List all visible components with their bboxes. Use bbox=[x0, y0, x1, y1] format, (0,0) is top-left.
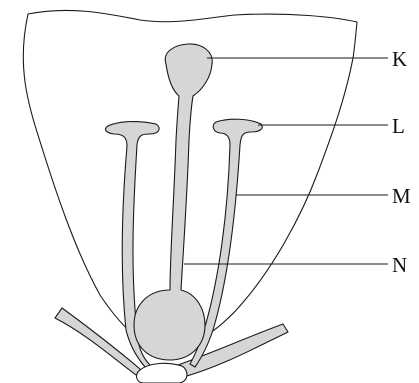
label-n: N bbox=[392, 253, 407, 277]
label-l: L bbox=[392, 114, 405, 138]
pistil-n bbox=[134, 44, 212, 360]
label-m: M bbox=[392, 184, 411, 208]
label-k: K bbox=[392, 47, 407, 71]
